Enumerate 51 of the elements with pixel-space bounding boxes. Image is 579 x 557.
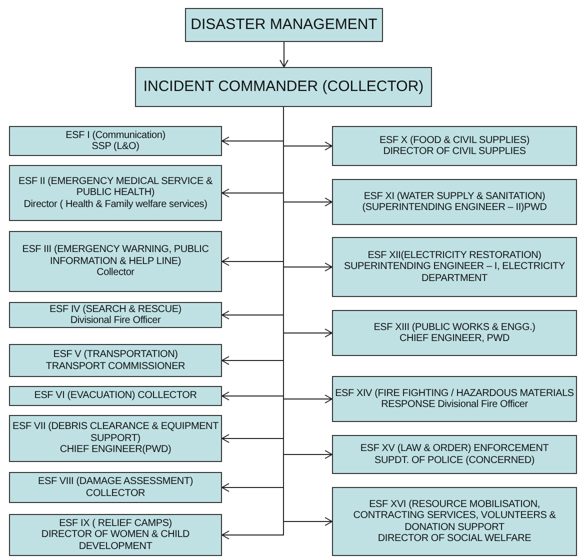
box-text: ESF X (FOOD & CIVIL SUPPLIES) (380, 134, 530, 146)
box-text: ESF II (EMERGENCY MEDICAL SERVICE & PUBLIC HEALTH) (18, 176, 214, 199)
esf-box (332, 179, 577, 225)
esf-box (9, 386, 222, 406)
box-text: ESF XI (WATER SUPPLY & SANITATION) (364, 190, 546, 202)
arrow (280, 42, 288, 68)
box-text: INCIDENT COMMANDER (COLLECTOR) (143, 78, 424, 96)
title-box (185, 8, 383, 42)
esf-box (9, 472, 222, 503)
box-text: DISASTER MANAGEMENT (190, 16, 378, 34)
esf-box (9, 302, 222, 328)
box-text: ESF XIV (FIRE FIGHTING / HAZARDOUS MATERIALS RESPONSE Divisional Fire Officer (335, 388, 574, 410)
box-text: TRANSPORT COMMISSIONER (46, 360, 186, 372)
box-text: ESF V (TRANSPORTATION) (53, 349, 178, 360)
esf-box (332, 487, 577, 556)
box-text: DIRECTOR OF SOCIAL WELFARE (378, 533, 532, 544)
box-text: SSP (L&O) (92, 141, 140, 152)
esf-box (9, 415, 222, 462)
box-text: ESF I (Communication) (66, 130, 166, 141)
esf-box (9, 231, 222, 292)
title-box (135, 67, 432, 107)
esf-box (9, 514, 222, 556)
esf-box (332, 310, 577, 356)
box-text: DIRECTOR OF WOMEN & CHILD DEVELOPMENT (40, 529, 191, 552)
box-text: ESF III (EMERGENCY WARNING, PUBLIC INFORMATION & HELP LINE) (21, 244, 210, 268)
box-text: CHIEF ENGINEER(PWD) (60, 444, 172, 456)
esf-box (9, 165, 222, 221)
box-text: Director ( Health & Family welfare services) (24, 198, 208, 210)
box-text: Divisional Fire Officer (70, 315, 161, 326)
box-text: ESF XIII (PUBLIC WORKS & ENGG.) (374, 322, 536, 333)
box-text: ESF VIII (DAMAGE ASSESSMENT) (38, 476, 193, 488)
esf-box (332, 237, 577, 297)
esf-box (9, 344, 222, 377)
box-text: CHIEF ENGINEER, PWD (399, 333, 510, 344)
box-text: ESF VII (DEBRIS CLEARANCE & EQUIPMENT SUPPORT) (12, 421, 219, 444)
box-text: COLLECTOR (86, 488, 146, 499)
box-text: ESF IX ( RELIEF CAMPS) (59, 518, 172, 530)
esf-box (332, 376, 577, 422)
box-text: ESF VI (EVACUATION) COLLECTOR (34, 390, 197, 402)
esf-box (332, 126, 577, 166)
esf-box (9, 126, 222, 156)
box-text: SUPERINTENDING ENGINEER – I, ELECTRICITY DEPARTMENT (343, 261, 566, 284)
box-text: (SUPERINTENDING ENGINEER – II)PWD (362, 202, 547, 214)
box-text: ESF XVI (RESOURCE MOBILISATION, CONTRACTING SERVICES, VOLUNTEERS & DONATION SUPPORT (352, 498, 557, 533)
box-text: ESF XII(ELECTRICITY RESTORATION) (368, 250, 542, 262)
box-text: SUPDT. OF POLICE (CONCERNED) (374, 454, 534, 466)
esf-box (332, 435, 577, 474)
box-text: DIRECTOR OF CIVIL SUPPLIES (383, 146, 526, 158)
box-text: Collector (96, 267, 134, 279)
box-text: ESF IV (SEARCH & RESCUE) (50, 304, 182, 315)
box-text: ESF XV (LAW & ORDER) ENFORCEMENT (360, 443, 549, 454)
